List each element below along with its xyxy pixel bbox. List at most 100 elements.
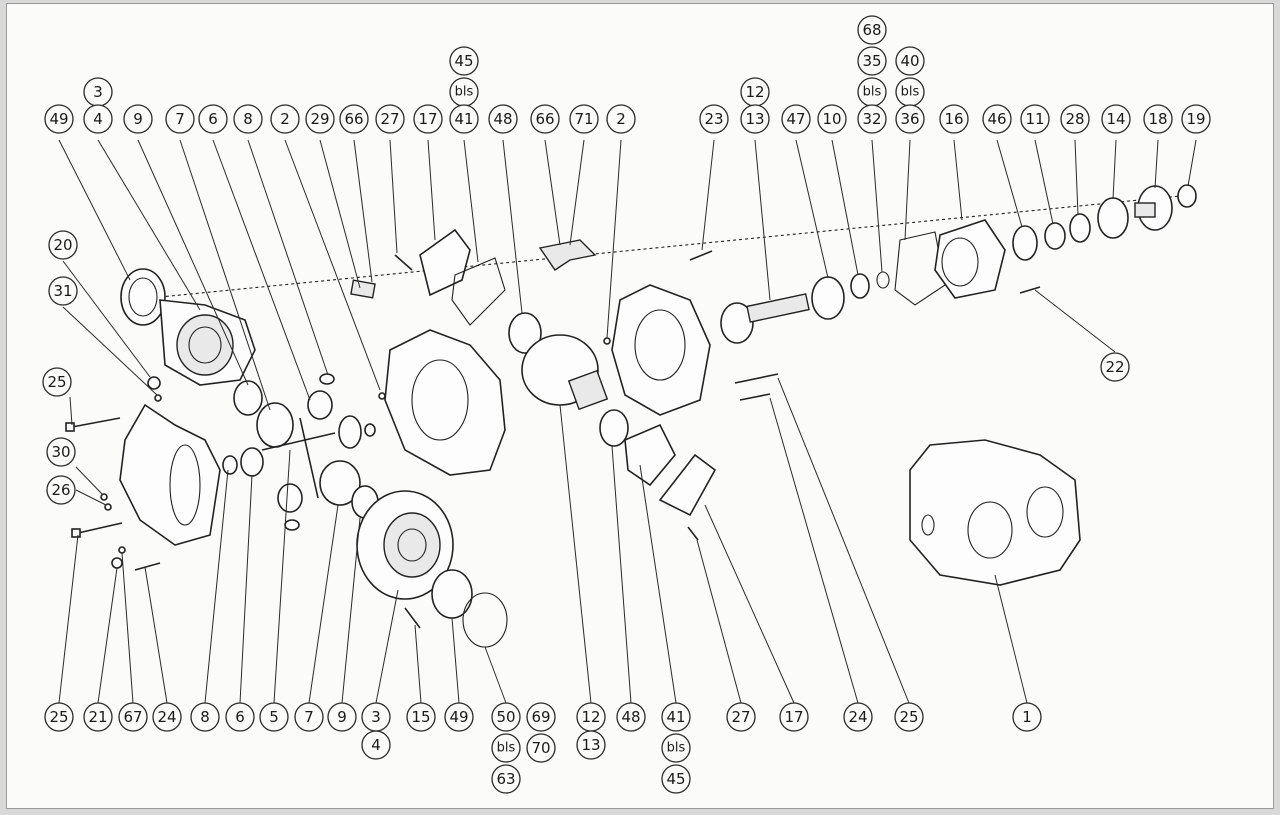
callout-67: 67 (118, 702, 148, 732)
callout-bubble (1100, 352, 1130, 382)
seal-part-49 (120, 268, 166, 326)
callout-label: 4 (93, 110, 103, 128)
callout-24a: 24 (152, 702, 182, 732)
bearing-housing-part-16 (934, 219, 1006, 299)
callout-label: 40 (900, 52, 919, 70)
callout-27b: 27 (726, 702, 756, 732)
callout-label: bls (863, 85, 882, 100)
gasket-part-9 (233, 380, 263, 416)
callout-21: 21 (83, 702, 113, 732)
pinion-housing-part (603, 284, 711, 416)
callout-bubble (699, 104, 729, 134)
nut-part-21 (111, 557, 123, 569)
callout-label: 9 (337, 708, 347, 726)
callout-bubble (843, 702, 873, 732)
callout-label: 16 (944, 110, 963, 128)
callout-bubble (894, 702, 924, 732)
callout-bubble (225, 702, 255, 732)
callout-label: 17 (784, 708, 803, 726)
callout-13b: 13 (576, 730, 606, 760)
callout-bls5: bls (661, 733, 691, 763)
callout-label: 63 (496, 770, 515, 788)
callout-bls1: bls (449, 77, 479, 107)
callout-bubble (779, 702, 809, 732)
callout-label: 12 (745, 83, 764, 101)
callout-66a: 66 (339, 104, 369, 134)
oring-part-50 (462, 592, 508, 648)
callout-bubble (982, 104, 1012, 134)
bearing-part-47 (811, 276, 845, 320)
cover-plate-part-17 (419, 228, 471, 297)
cover-part-4 (159, 299, 256, 386)
callout-bls3: bls (895, 77, 925, 107)
callout-45a: 45 (449, 46, 479, 76)
bearing-part-49 (431, 569, 473, 619)
callout-bubble (895, 46, 925, 76)
center-housing-part (378, 329, 506, 476)
callout-label: 50 (496, 708, 515, 726)
callout-label: bls (455, 85, 474, 100)
callout-label: 13 (581, 736, 600, 754)
callout-label: 4 (371, 736, 381, 754)
callout-bubble (46, 475, 76, 505)
callout-bls4: bls (491, 733, 521, 763)
callout-68: 68 (857, 15, 887, 45)
callout-bubble (449, 104, 479, 134)
callout-50: 50 (491, 702, 521, 732)
callout-9a: 9 (123, 104, 153, 134)
callout-25a: 25 (42, 367, 72, 397)
callout-bubble (740, 104, 770, 134)
cover-plate-part-17-lower (658, 453, 717, 517)
callout-bubble (48, 230, 78, 260)
callout-label: 19 (1186, 110, 1205, 128)
callout-label: bls (497, 741, 516, 756)
callout-4a: 4 (83, 104, 113, 134)
callout-bubble (530, 104, 560, 134)
callout-49a: 49 (44, 104, 74, 134)
callout-bubble (857, 104, 887, 134)
callout-bubble (895, 104, 925, 134)
callout-label: 1 (1022, 708, 1032, 726)
callout-label: 68 (862, 21, 881, 39)
callout-label: 67 (123, 708, 142, 726)
callout-19: 19 (1181, 104, 1211, 134)
callout-28: 28 (1060, 104, 1090, 134)
callout-40: 40 (895, 46, 925, 76)
callout-bubble (259, 702, 289, 732)
bearing-part-48-lower (599, 409, 629, 447)
callout-bubble (526, 733, 556, 763)
callout-label: 5 (269, 708, 279, 726)
callout-bubble (491, 764, 521, 794)
callout-bls2: bls (857, 77, 887, 107)
callout-label: 25 (899, 708, 918, 726)
callout-label: 8 (200, 708, 210, 726)
callout-bubble (1012, 702, 1042, 732)
callout-8b: 8 (190, 702, 220, 732)
callout-label: 32 (862, 110, 881, 128)
callout-label: 66 (344, 110, 363, 128)
callout-13a: 13 (740, 104, 770, 134)
callout-label: 26 (51, 481, 70, 499)
bolt-part-24-right (739, 393, 771, 401)
plug-part-20 (147, 376, 161, 390)
bolt-part-25-lower (71, 522, 123, 538)
callout-7b: 7 (294, 702, 324, 732)
callout-label: 48 (493, 110, 512, 128)
callout-bubble (294, 702, 324, 732)
callout-2b: 2 (606, 104, 636, 134)
pin-part-26 (104, 503, 112, 511)
callout-label: 8 (243, 110, 253, 128)
housing-left-part (119, 403, 221, 546)
callout-bubble (606, 104, 636, 134)
callout-24b: 24 (843, 702, 873, 732)
callout-label: 27 (380, 110, 399, 128)
callout-8a: 8 (233, 104, 263, 134)
diagram-frame (6, 3, 1274, 809)
callout-label: 17 (418, 110, 437, 128)
callout-bubble (939, 104, 969, 134)
callout-label: 3 (93, 83, 103, 101)
callout-label: 35 (862, 52, 881, 70)
callout-31: 31 (48, 276, 78, 306)
callout-41b: 41 (661, 702, 691, 732)
